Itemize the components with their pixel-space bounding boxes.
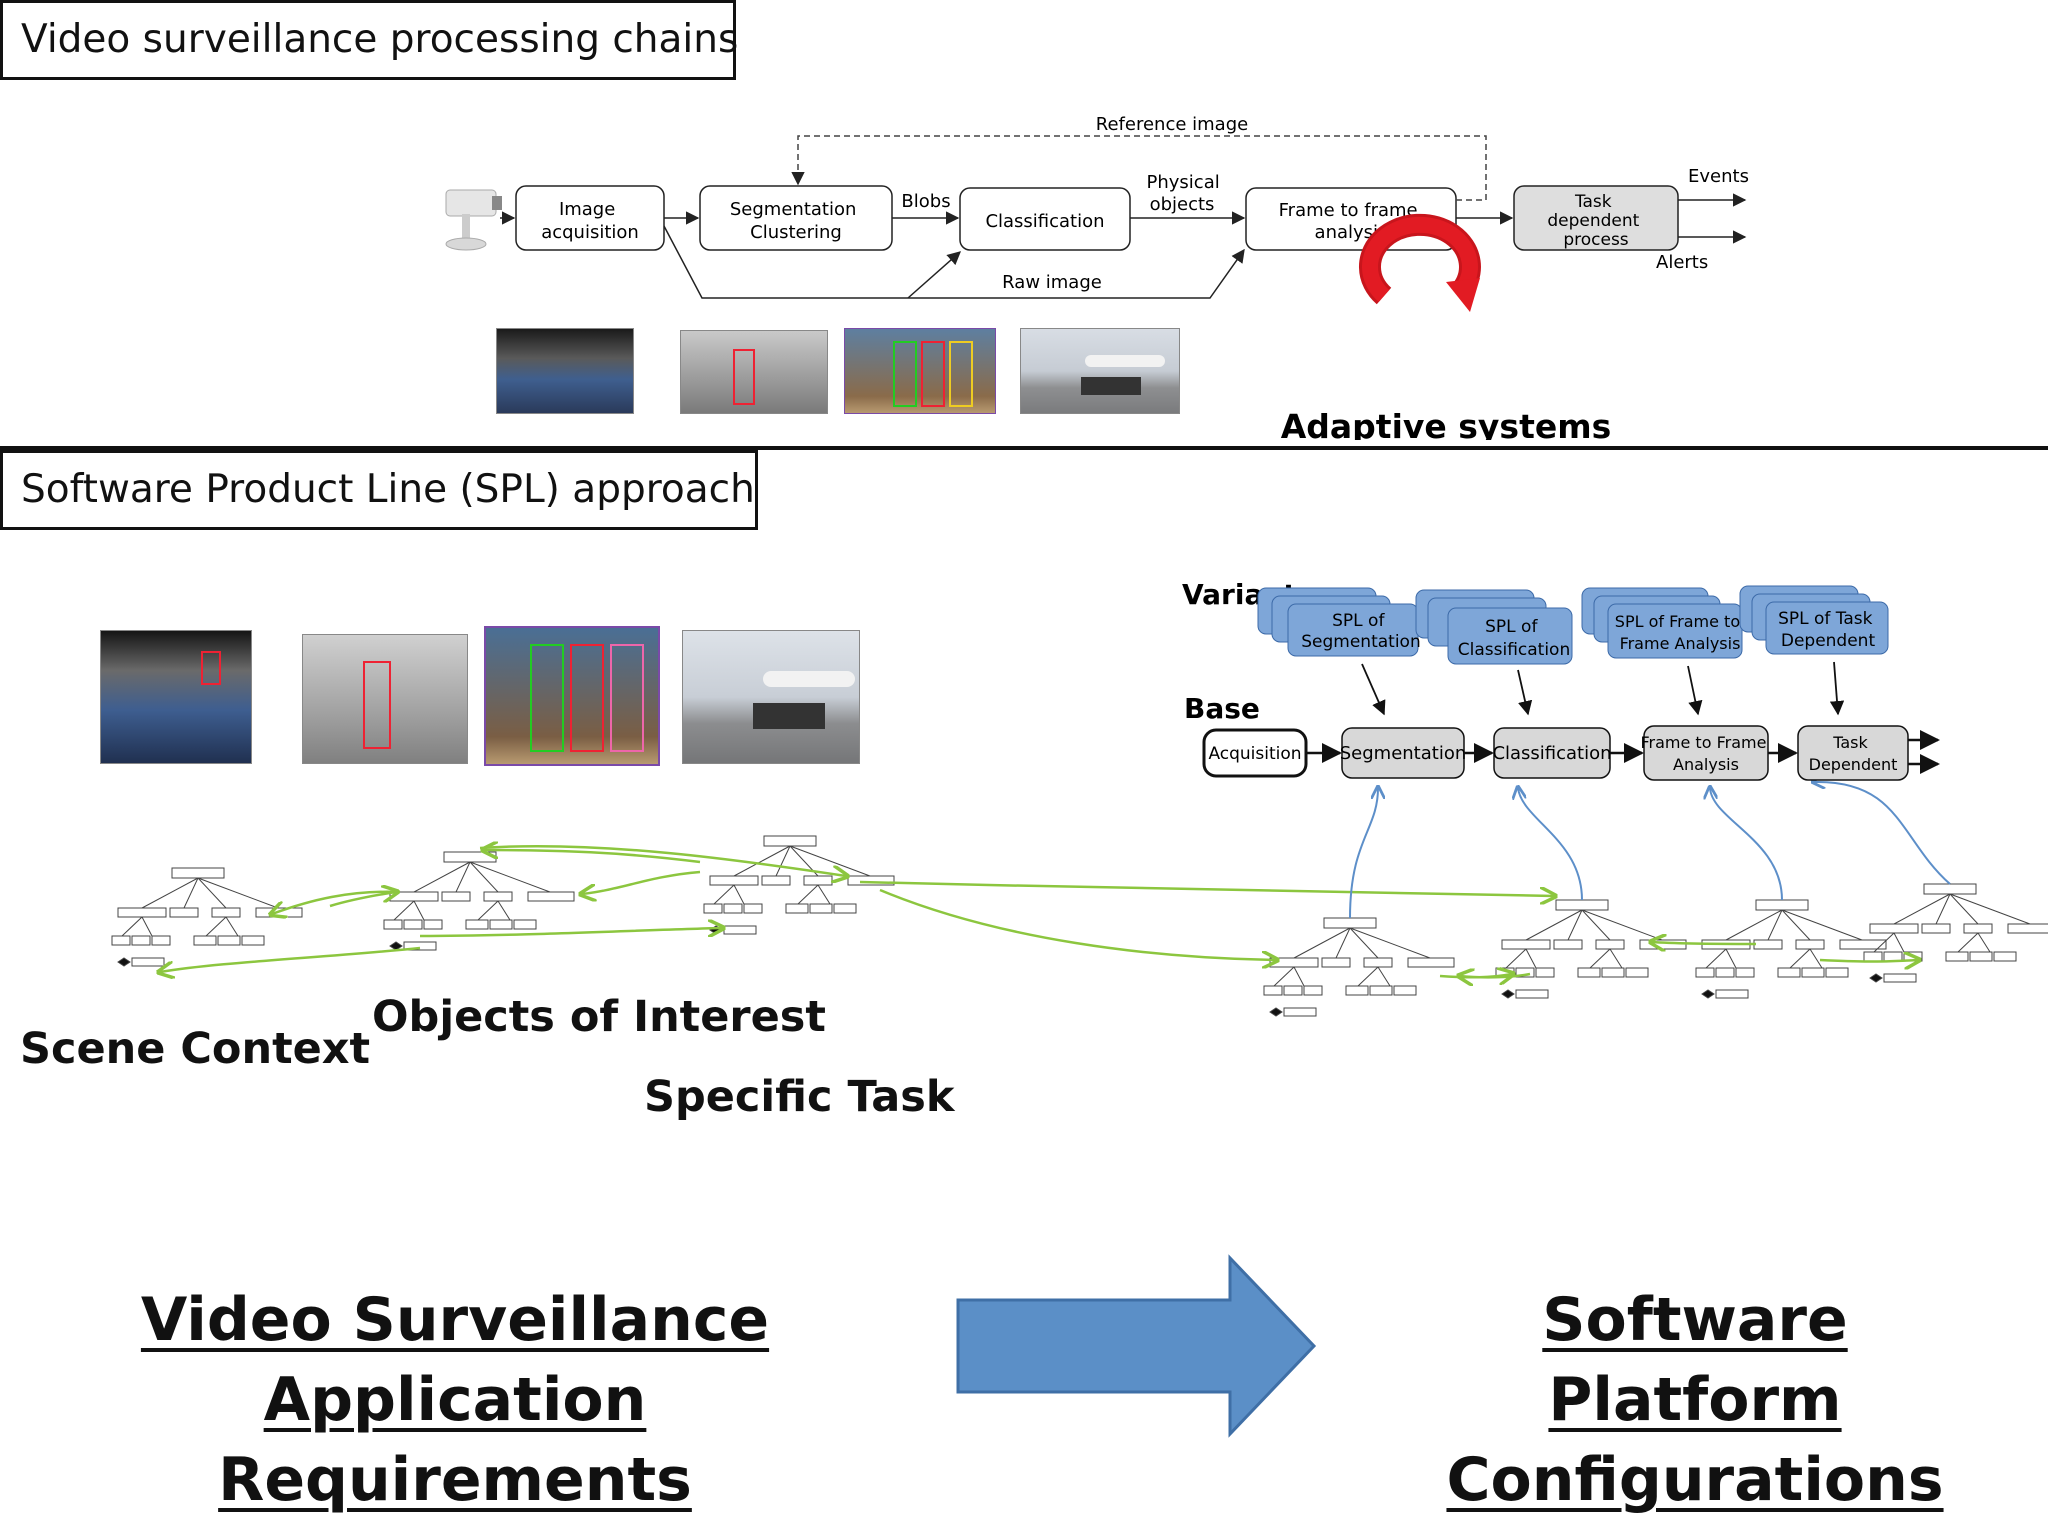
- feature-tree-segmentation: [1263, 917, 1455, 1017]
- box-task-dependent-label: Task dependent process: [1547, 192, 1644, 250]
- label-raw-image: Raw image: [1002, 272, 1102, 293]
- spl-thumbnail-airport-apron: [682, 630, 860, 764]
- bottom-right-configurations: Software Platform Configurations: [1446, 1285, 1944, 1515]
- processing-chain-diagram: Image acquisition Segmentation Clusterin…: [445, 114, 1749, 440]
- constraint-links: [160, 846, 1918, 977]
- big-right-arrow-icon: [956, 1254, 1317, 1438]
- feature-tree-classification: [1495, 899, 1687, 999]
- label-reference-image: Reference image: [1096, 114, 1248, 135]
- svg-text:SPL of Frame to Frame An: SPL of Frame to Frame Analysis: [1615, 612, 1745, 653]
- label-specific-task: Specific Task: [644, 1072, 955, 1122]
- feature-tree-frame-analysis: [1695, 899, 1887, 999]
- feature-tree-task-1: [703, 835, 895, 935]
- feature-model-trees: [111, 600, 2048, 1017]
- svg-text:SPL of Segmentation: SPL of Segmentation: [1301, 611, 1420, 652]
- base-task-dependent: [1797, 725, 1909, 781]
- section-title-processing-chains: Video surveillance processing chains: [0, 0, 738, 80]
- spl-thumbnail-people-tracking: [484, 626, 660, 766]
- variant-segmentation: SPL of Segmentation: [1257, 587, 1421, 657]
- section-divider: [0, 446, 2048, 450]
- feature-tree-scene-1: [111, 867, 303, 967]
- bottom-left-requirements: Video Surveillance Application Requireme…: [140, 1285, 770, 1515]
- spl-thumbnail-corridor-detection: [302, 634, 468, 764]
- label-blobs: Blobs: [901, 191, 950, 212]
- svg-text:SPL of Classification: SPL of Classification: [1458, 617, 1570, 660]
- variant-task-dependent: SPL of Task Dependent: [1739, 585, 1889, 655]
- label-scene-context: Scene Context: [20, 1024, 371, 1074]
- label-base: Base: [1184, 692, 1260, 725]
- base-task-dependent-label: Task Dependent: [1809, 733, 1898, 774]
- box-classification: [959, 187, 1131, 251]
- variant-classification: SPL of Classification: [1415, 589, 1573, 665]
- box-image-acquisition-label: Image acquisition: [541, 199, 639, 243]
- adaptive-cycle-icon: [1359, 213, 1481, 312]
- label-objects-of-interest: Objects of Interest: [372, 992, 826, 1042]
- label-alerts: Alerts: [1656, 252, 1708, 273]
- label-events: Events: [1688, 166, 1749, 187]
- base-mapping-links: [1349, 782, 1951, 919]
- thumbnail-corridor-detection: [680, 330, 828, 414]
- base-segmentation-label: Segmentation: [1340, 743, 1467, 764]
- base-classification-label: Classification: [1492, 743, 1611, 764]
- svg-text:SPL of Task Dependent: SPL of Task Dependent: [1778, 609, 1878, 651]
- thumbnail-airport-apron: [1020, 328, 1180, 414]
- label-physical-objects: Physical objects: [1147, 172, 1226, 215]
- base-acquisition-label: Acquisition: [1208, 744, 1301, 764]
- box-segmentation-label: Segmentation Clustering: [730, 199, 862, 243]
- camera-icon: [445, 189, 502, 251]
- thumbnail-people-tracking: [844, 328, 996, 414]
- label-adaptive-systems: Adaptive systems: [1281, 407, 1612, 440]
- spl-thumbnail-train-interior: [100, 630, 252, 764]
- box-task-dependent: [1513, 185, 1679, 251]
- feature-tree-task-dependent: [1863, 883, 2048, 983]
- section-title-spl: Software Product Line (SPL) approach: [0, 450, 758, 530]
- thumbnail-train-interior: [496, 328, 634, 414]
- spl-architecture-diagram: Variants Base SPL of Segmentation SPL of…: [1182, 578, 1940, 781]
- variant-frame-analysis: SPL of Frame to Frame Analysis: [1581, 587, 1745, 659]
- box-classification-label: Classification: [985, 211, 1104, 232]
- base-frame-analysis-label: Frame to Frame Analysis: [1640, 733, 1771, 774]
